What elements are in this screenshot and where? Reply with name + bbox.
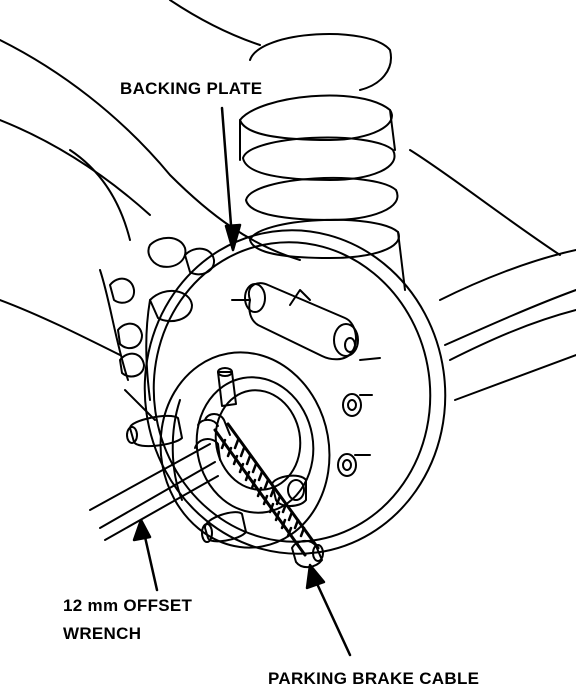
backing-plate-label: BACKING PLATE [120, 79, 263, 98]
leader-arrows [132, 106, 352, 657]
offset-wrench [89, 438, 221, 541]
body-outline [0, 0, 576, 401]
axle-hub [159, 351, 331, 549]
coil-spring [239, 32, 406, 291]
wrench-label-line2: WRENCH [63, 624, 142, 643]
wheel-cylinder [231, 282, 381, 361]
knuckle-bolts [99, 236, 215, 421]
wrench-label-line1: 12 mm OFFSET [63, 596, 193, 615]
parking-brake-cable [197, 413, 324, 568]
wheel-studs [126, 367, 307, 543]
parking-brake-cable-label: PARKING BRAKE CABLE [268, 669, 480, 688]
plate-bolts [337, 393, 373, 477]
